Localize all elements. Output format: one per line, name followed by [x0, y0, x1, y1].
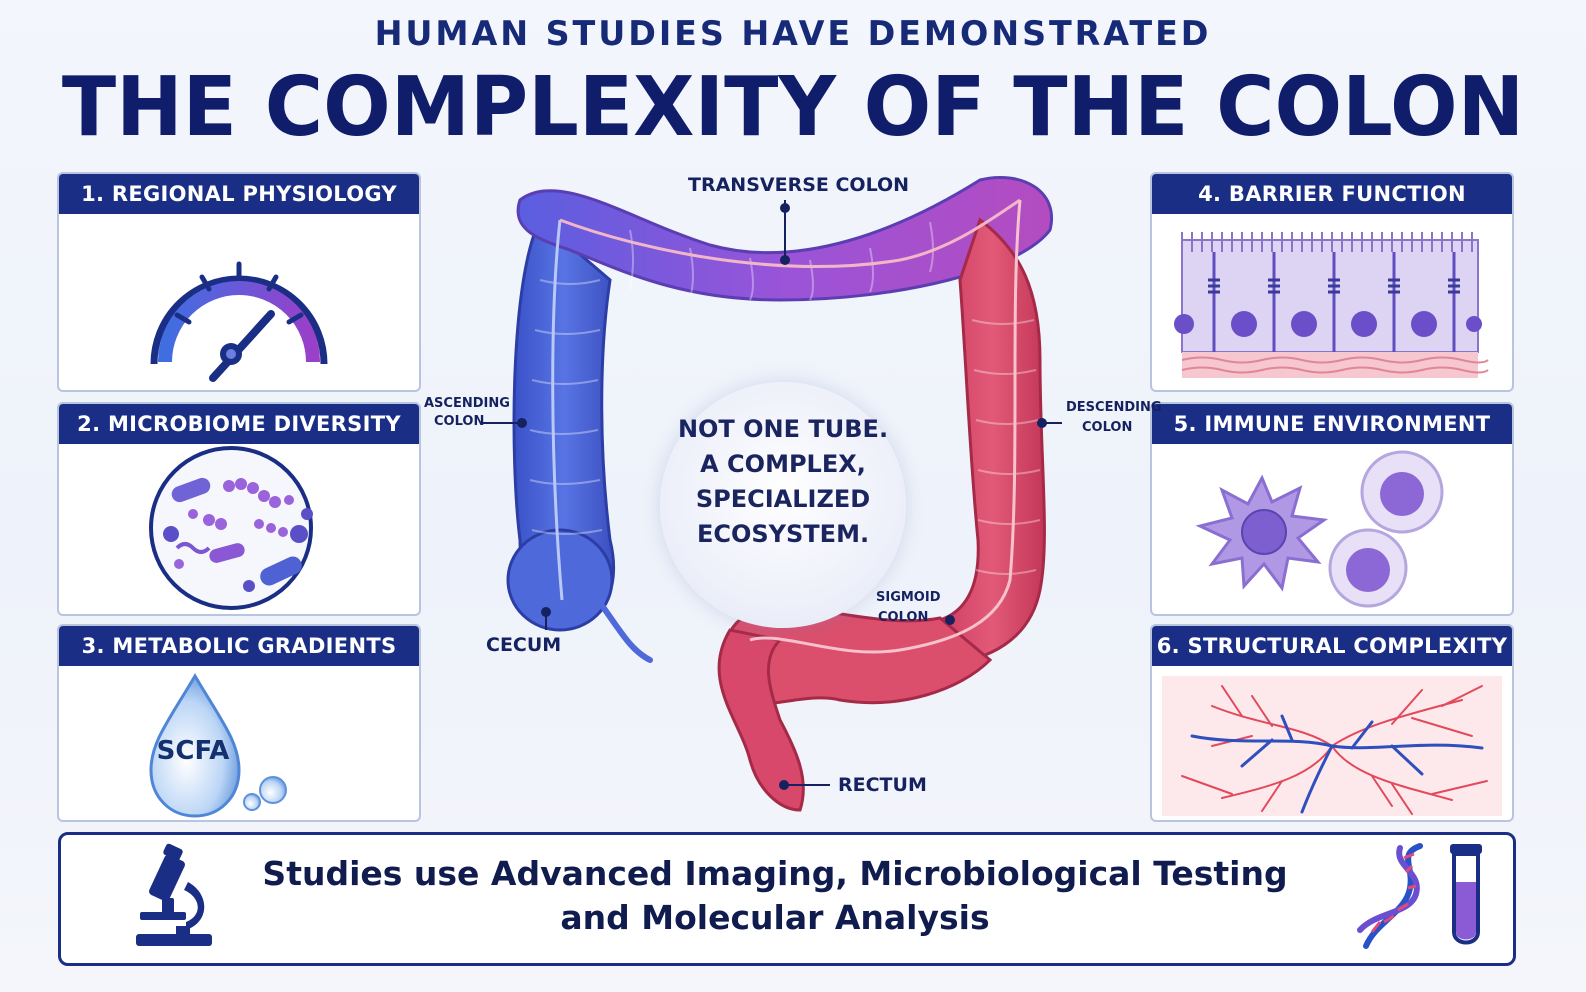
test-tube-icon: [1450, 844, 1482, 945]
footer-banner: [58, 832, 1516, 966]
label-descending-colon-1: DESCENDING: [1066, 400, 1162, 415]
immune-cells-icon: [1195, 450, 1444, 608]
footer-text: Studies use Advanced Imaging, Microbiolo…: [200, 852, 1350, 940]
center-bubble: [660, 382, 906, 628]
label-descending-colon-2: COLON: [1082, 420, 1133, 435]
epithelial-barrier-icon: [1174, 232, 1489, 378]
panel-barrier-function: 4. BARRIER FUNCTION: [1150, 172, 1514, 392]
panel-metabolic-gradients: 3. METABOLIC GRADIENTS: [57, 624, 421, 822]
label-rectum: RECTUM: [838, 774, 927, 796]
label-sigmoid-colon-1: SIGMOID: [876, 590, 941, 605]
footer-line-1: Studies use Advanced Imaging, Microbiolo…: [262, 854, 1288, 893]
colon-diagram: [480, 175, 1062, 812]
label-ascending-colon-2: COLON: [434, 414, 485, 429]
panel-title: 1. REGIONAL PHYSIOLOGY: [59, 174, 419, 214]
label-transverse-colon: TRANSVERSE COLON: [688, 174, 910, 196]
center-message-line-4: ECOSYSTEM.: [696, 520, 870, 548]
label-cecum: CECUM: [486, 634, 562, 656]
page-title: THE COMPLEXITY OF THE COLON: [61, 60, 1525, 155]
microbiome-icon: [149, 446, 313, 610]
microscope-icon: [136, 843, 212, 946]
panel-microbiome-diversity: 2. MICROBIOME DIVERSITY: [57, 402, 421, 616]
panel-structural-complexity: 6. STRUCTURAL COMPLEXITY: [1150, 624, 1514, 822]
center-message-line-2: A COMPLEX,: [700, 450, 866, 478]
center-message-line-3: SPECIALIZED: [695, 485, 871, 513]
blood-vessels-icon: [1162, 676, 1502, 816]
label-ascending-colon-1: ASCENDING: [424, 396, 510, 411]
panel-immune-environment: 5. IMMUNE ENVIRONMENT: [1150, 402, 1514, 616]
gauge-icon: [150, 261, 328, 382]
label-sigmoid-colon-2: COLON: [878, 610, 929, 625]
footer-line-2: and Molecular Analysis: [560, 898, 990, 937]
scfa-label: SCFA: [156, 736, 230, 766]
subtitle: HUMAN STUDIES HAVE DEMONSTRATED: [374, 14, 1212, 54]
panel-regional-physiology: 1. REGIONAL PHYSIOLOGY: [57, 172, 421, 392]
panel-title: 2. MICROBIOME DIVERSITY: [59, 404, 419, 444]
panel-title: 5. IMMUNE ENVIRONMENT: [1152, 404, 1512, 444]
panel-title: 3. METABOLIC GRADIENTS: [59, 626, 419, 666]
dna-icon: [1357, 843, 1423, 949]
center-message-line-1: NOT ONE TUBE.: [677, 415, 889, 443]
scfa-droplet-icon: [149, 673, 287, 818]
panel-title: 4. BARRIER FUNCTION: [1152, 174, 1512, 214]
panel-title: 6. STRUCTURAL COMPLEXITY: [1152, 626, 1512, 666]
center-message: NOT ONE TUBE. A COMPLEX, SPECIALIZED ECO…: [660, 412, 906, 552]
